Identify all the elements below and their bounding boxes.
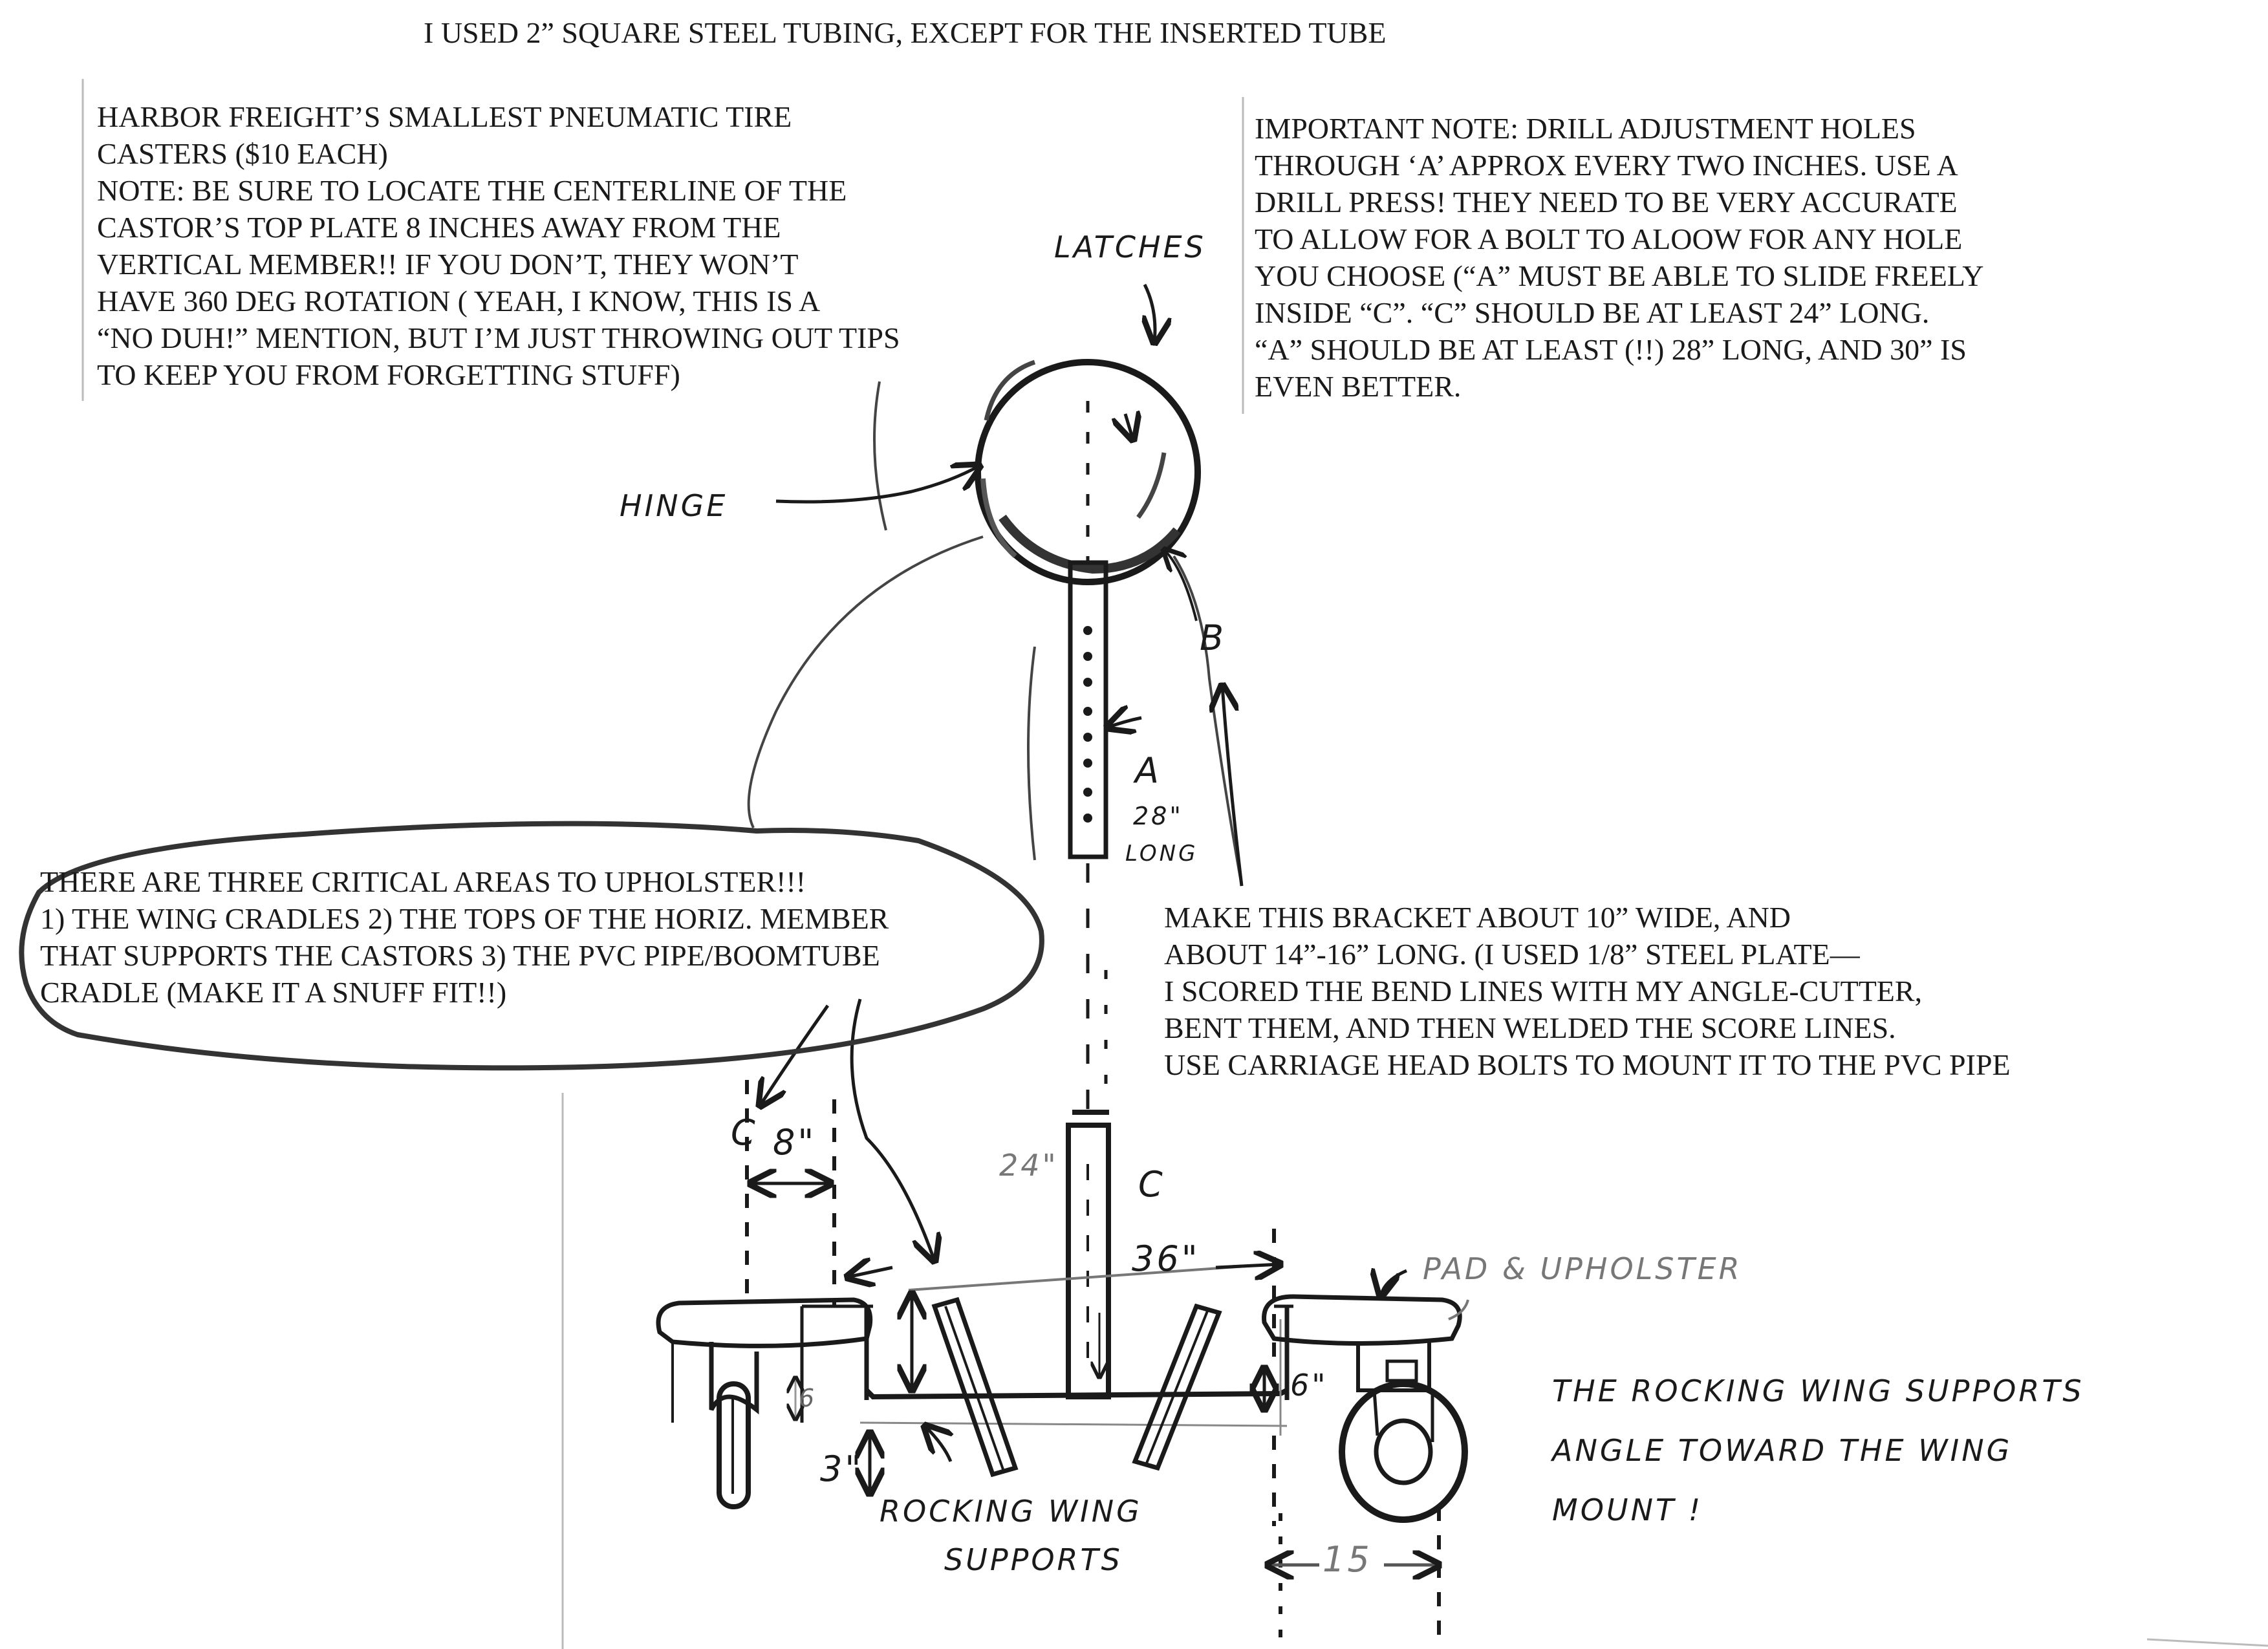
important-note-line: YOU CHOOSE (“A” MUST BE ABLE TO SLIDE FR… [1255,259,1984,292]
casters-note-line: CASTOR’S TOP PLATE 8 INCHES AWAY FROM TH… [97,211,781,244]
upholster-note: THERE ARE THREE CRITICAL AREAS TO UPHOLS… [40,863,889,1011]
part-c-tube [1066,1123,1111,1399]
important-note-line: INSIDE “C”. “C” SHOULD BE AT LEAST 24” L… [1255,296,1930,329]
casters-note-line: HAVE 360 DEG ROTATION ( YEAH, I KNOW, TH… [97,285,821,318]
pad-upholster-label: PAD & UPHOLSTER [1423,1251,1742,1286]
dimension-6-right-label: 6" [1290,1368,1328,1403]
dimension-24-label: 24" [999,1148,1059,1183]
part-c-center-label: C [1138,1164,1165,1205]
left-pad [656,1297,873,1423]
right-pad [1262,1294,1469,1346]
part-a-length: 28" [1133,802,1183,830]
casters-note-line: HARBOR FREIGHT’S SMALLEST PNEUMATIC TIRE [97,100,792,133]
dimension-arrows [750,1110,1439,1565]
upholster-callout-bubble [19,821,1044,1071]
part-a-tube [1068,560,1108,859]
casters-note-line: VERTICAL MEMBER!! IF YOU DON’T, THEY WON… [97,248,799,281]
bracket-note-line: ABOUT 14”-16” LONG. (I USED 1/8” STEEL P… [1164,938,1860,971]
important-note-line: TO ALLOW FOR A BOLT TO ALOOW FOR ANY HOL… [1255,222,1963,255]
casters-note-line: CASTERS ($10 EACH) [97,137,388,170]
rocking-wing-supports [931,1297,1222,1478]
rocking-supports-label-line2: SUPPORTS [944,1542,1123,1577]
casters-note: HARBOR FREIGHT’S SMALLEST PNEUMATIC TIRE… [97,98,900,393]
centerline [1086,863,1108,1125]
dimension-15-label: 15 [1323,1539,1372,1580]
rocking-supports-label-line1: ROCKING WING [880,1494,1142,1529]
paper-edges [81,79,2268,1649]
important-note-line: THROUGH ‘A’ APPROX EVERY TWO INCHES. USE… [1255,149,1958,182]
upholster-note-line: 1) THE WING CRADLES 2) THE TOPS OF THE H… [40,902,889,935]
casters-note-line: TO KEEP YOU FROM FORGETTING STUFF) [97,358,680,391]
bracket-note-line: BENT THEM, AND THEN WELDED THE SCORE LIN… [1164,1011,1896,1044]
important-note: IMPORTANT NOTE: DRILL ADJUSTMENT HOLES T… [1255,110,1984,405]
top-banner-note: I USED 2” SQUARE STEEL TUBING, EXCEPT FO… [424,16,1387,49]
important-note-line: DRILL PRESS! THEY NEED TO BE VERY ACCURA… [1255,186,1958,219]
left-caster [709,1342,759,1509]
right-caster [1339,1342,1468,1523]
bracket-note-line: MAKE THIS BRACKET ABOUT 10” WIDE, AND [1164,901,1791,934]
rocking-angle-note-line: ANGLE TOWARD THE WING [1552,1433,2013,1468]
upholster-note-line: THERE ARE THREE CRITICAL AREAS TO UPHOLS… [40,865,806,898]
casters-note-line: “NO DUH!” MENTION, BUT I’M JUST THROWING… [97,321,900,354]
dimension-6-left-label: 6 [799,1384,817,1412]
horizontal-member [800,1304,1293,1436]
dimension-36-label: 36" [1132,1238,1200,1279]
dimension-3-label: 3" [820,1449,864,1489]
bracket-note: MAKE THIS BRACKET ABOUT 10” WIDE, AND AB… [1164,899,2011,1083]
part-a-label: A [1135,750,1161,791]
important-note-line: EVEN BETTER. [1255,370,1462,403]
upholster-note-line: CRADLE (MAKE IT A SNUFF FIT!!) [40,976,507,1009]
rocking-angle-note: THE ROCKING WING SUPPORTS ANGLE TOWARD T… [1552,1361,2084,1540]
upholster-note-line: THAT SUPPORTS THE CASTORS 3) THE PVC PIP… [40,939,880,972]
important-note-line: “A” SHOULD BE AT LEAST (!!) 28” LONG, AN… [1255,333,1967,366]
rocking-angle-note-line: MOUNT ! [1552,1493,1703,1527]
part-c-left-label: C [731,1112,758,1153]
hinge-label: HINGE [620,488,728,523]
part-b-label: B [1200,618,1227,658]
important-note-line: IMPORTANT NOTE: DRILL ADJUSTMENT HOLES [1255,112,1916,145]
part-a-length-unit: LONG [1125,841,1198,867]
casters-note-line: NOTE: BE SURE TO LOCATE THE CENTERLINE O… [97,174,847,207]
adjustment-holes [1083,626,1092,823]
latches-label: LATCHES [1054,230,1206,264]
bracket-note-line: USE CARRIAGE HEAD BOLTS TO MOUNT IT TO T… [1164,1048,2011,1081]
bracket-note-line: I SCORED THE BEND LINES WITH MY ANGLE-CU… [1164,975,1923,1008]
dimension-8-label: 8" [773,1122,817,1163]
rocking-angle-note-line: THE ROCKING WING SUPPORTS [1552,1374,2084,1408]
